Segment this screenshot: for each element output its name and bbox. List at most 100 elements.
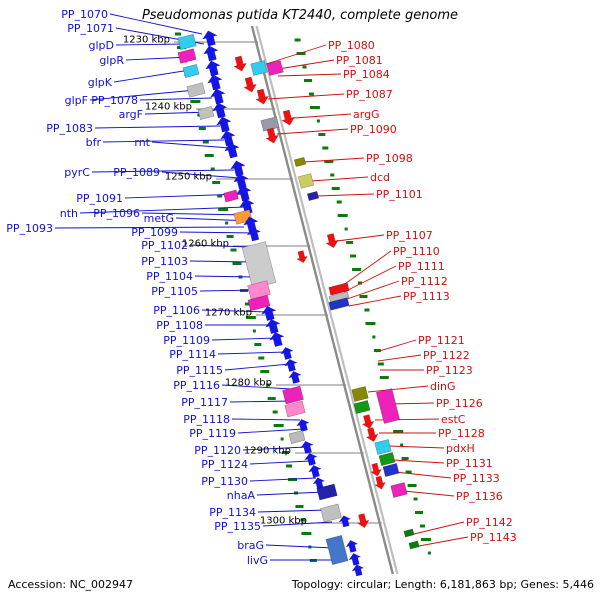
gene-label[interactable]: argF (119, 108, 143, 121)
gene-box[interactable] (297, 173, 315, 189)
gene-label[interactable]: PP_1113 (403, 290, 450, 303)
gene-label[interactable]: PP_1130 (201, 475, 248, 488)
gene-label[interactable]: PP_1134 (209, 506, 256, 519)
gene-arrow-up[interactable] (348, 552, 363, 567)
gene-label[interactable]: glpD (89, 39, 115, 52)
gene-arrow-up[interactable] (235, 184, 253, 202)
gene-arrow-down[interactable] (280, 109, 296, 127)
gene-label[interactable]: dinG (430, 380, 456, 393)
gene-label[interactable]: PP_1116 (173, 379, 220, 392)
gene-box[interactable] (247, 280, 271, 300)
gene-box[interactable] (247, 294, 271, 312)
gene-label[interactable]: PP_1070 (61, 8, 108, 21)
gene-arrow-up[interactable] (351, 563, 365, 577)
gene-label[interactable]: PP_1103 (141, 255, 188, 268)
gene-label[interactable]: PP_1119 (189, 427, 236, 440)
gene-box[interactable] (374, 439, 392, 455)
gene-label[interactable]: glpR (99, 54, 124, 67)
gene-arrow-up[interactable] (303, 452, 319, 467)
gene-arrow-up[interactable] (345, 539, 360, 554)
gene-arrow-up[interactable] (206, 73, 224, 91)
gene-arrow-up[interactable] (279, 346, 295, 361)
gene-box[interactable] (408, 540, 420, 550)
gene-label[interactable]: PP_1114 (169, 348, 216, 361)
gene-box[interactable] (241, 241, 277, 289)
gene-arrow-up[interactable] (268, 330, 286, 347)
gene-arrow-up[interactable] (229, 159, 247, 177)
gene-label[interactable]: bfr (86, 136, 102, 149)
gene-label[interactable]: pdxH (446, 442, 475, 455)
gene-box[interactable] (403, 528, 415, 538)
gene-label[interactable]: PP_1135 (214, 520, 261, 533)
gene-label[interactable]: PP_1096 (93, 207, 140, 220)
gene-arrow-up[interactable] (219, 129, 237, 147)
gene-label[interactable]: PP_1080 (328, 39, 375, 52)
gene-label[interactable]: PP_1108 (156, 319, 203, 332)
gene-box[interactable] (186, 82, 206, 98)
gene-label[interactable]: PP_1071 (67, 22, 114, 35)
gene-label[interactable]: PP_1093 (6, 222, 53, 235)
gene-label[interactable]: livG (247, 554, 268, 567)
gene-label[interactable]: PP_1110 (393, 245, 440, 258)
gene-arrow-down[interactable] (355, 513, 370, 530)
gene-arrow-up[interactable] (223, 141, 241, 159)
gene-label[interactable]: PP_1115 (176, 364, 223, 377)
gene-box[interactable] (320, 503, 342, 523)
gene-label[interactable]: PP_1099 (131, 226, 178, 239)
gene-label[interactable]: PP_1122 (423, 349, 470, 362)
gene-arrow-up[interactable] (246, 226, 263, 242)
gene-arrow-down[interactable] (254, 88, 270, 106)
gene-label[interactable]: PP_1142 (466, 516, 513, 529)
gene-label[interactable]: PP_1107 (386, 229, 433, 242)
gene-arrow-down[interactable] (242, 76, 258, 94)
gene-arrow-up[interactable] (209, 87, 227, 105)
gene-label[interactable]: glpF (65, 94, 88, 107)
gene-label[interactable]: PP_1128 (438, 427, 485, 440)
gene-label[interactable]: braG (237, 539, 264, 552)
gene-arrow-down[interactable] (324, 233, 340, 250)
gene-arrow-down[interactable] (360, 414, 375, 431)
gene-box[interactable] (390, 482, 408, 498)
gene-arrow-up[interactable] (202, 44, 220, 62)
gene-arrow-up[interactable] (204, 59, 222, 77)
gene-label[interactable]: PP_1078 (91, 94, 138, 107)
gene-label[interactable]: PP_1087 (346, 88, 393, 101)
gene-label[interactable]: nth (60, 207, 78, 220)
gene-label[interactable]: PP_1112 (401, 275, 448, 288)
gene-label[interactable]: PP_1102 (141, 239, 188, 252)
gene-label[interactable]: PP_1118 (183, 413, 230, 426)
gene-box[interactable] (197, 106, 215, 120)
gene-box[interactable] (353, 400, 371, 414)
gene-box[interactable] (378, 452, 396, 466)
gene-box[interactable] (282, 385, 304, 405)
gene-label[interactable]: PP_1133 (453, 472, 500, 485)
gene-label[interactable]: PP_1131 (446, 457, 493, 470)
gene-label[interactable]: argG (353, 108, 380, 121)
gene-arrow-up[interactable] (338, 514, 352, 528)
gene-label[interactable]: PP_1089 (113, 166, 160, 179)
gene-arrow-up[interactable] (299, 440, 315, 455)
gene-box[interactable] (284, 400, 306, 418)
gene-arrow-up[interactable] (283, 358, 299, 373)
gene-label[interactable]: PP_1121 (418, 334, 465, 347)
gene-box[interactable] (316, 483, 338, 501)
gene-box[interactable] (250, 60, 268, 76)
gene-arrow-up[interactable] (287, 370, 303, 385)
gene-arrow-down[interactable] (373, 475, 387, 490)
gene-arrow-up[interactable] (307, 464, 323, 479)
gene-label[interactable]: PP_1084 (343, 68, 390, 81)
gene-box[interactable] (325, 535, 349, 565)
gene-label[interactable]: PP_1091 (76, 192, 123, 205)
gene-box[interactable] (306, 191, 320, 201)
gene-arrow-down[interactable] (364, 427, 379, 444)
gene-label[interactable]: glpK (88, 76, 113, 89)
gene-label[interactable]: PP_1090 (350, 123, 397, 136)
gene-box[interactable] (266, 60, 284, 76)
gene-arrow-down[interactable] (369, 462, 383, 477)
gene-arrow-up[interactable] (264, 317, 282, 334)
gene-label[interactable]: PP_1117 (181, 396, 228, 409)
gene-label[interactable]: pyrC (64, 166, 90, 179)
gene-label[interactable]: PP_1109 (163, 334, 210, 347)
gene-label[interactable]: PP_1083 (46, 122, 93, 135)
gene-label[interactable]: PP_1105 (151, 285, 198, 298)
